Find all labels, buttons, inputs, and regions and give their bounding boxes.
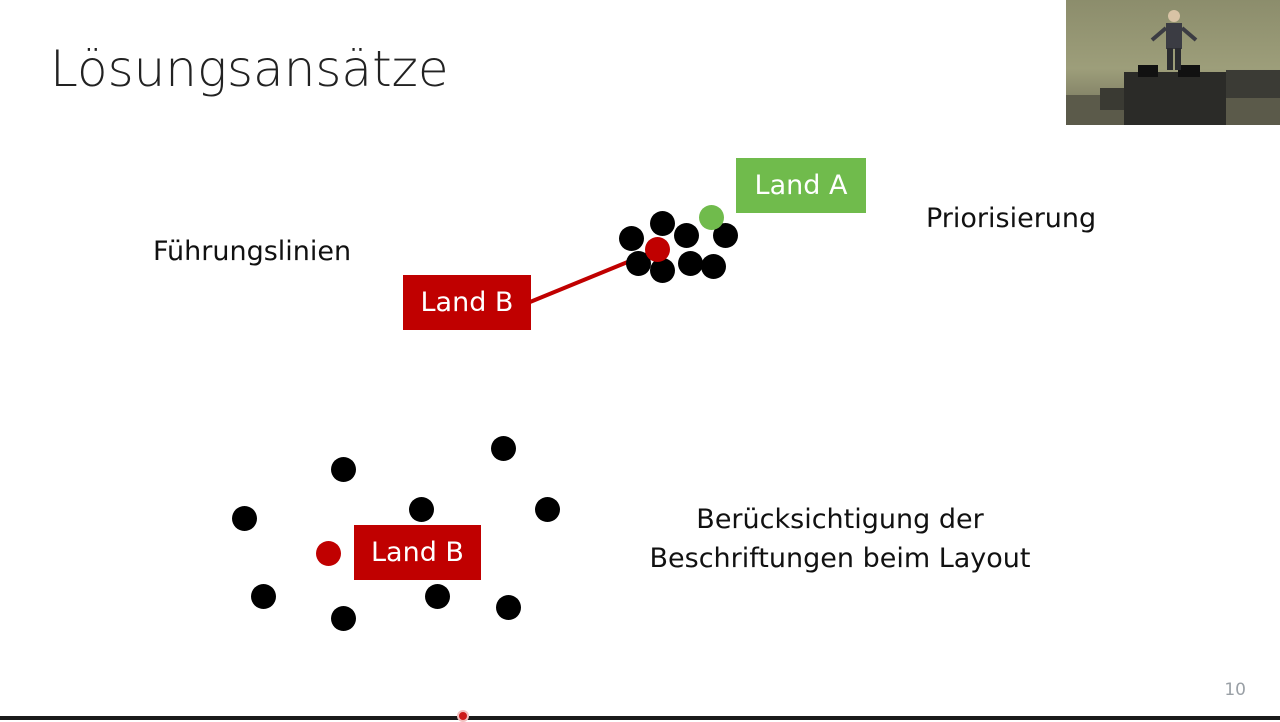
page-number: 10 — [1224, 680, 1246, 700]
layout-dot-land-b — [316, 541, 341, 566]
speaker-video — [1066, 0, 1280, 125]
cluster-dot-land-b — [645, 237, 670, 262]
cluster-dot-land-a — [699, 205, 724, 230]
layout-dot — [409, 497, 434, 522]
cluster-dot — [678, 251, 703, 276]
layout-dot — [331, 606, 356, 631]
label-land-b-leader: Land B — [403, 275, 531, 330]
caption-layout: Berücksichtigung der Beschriftungen beim… — [640, 500, 1040, 578]
video-progress-bar[interactable] — [0, 716, 1280, 720]
label-land-b-layout: Land B — [354, 525, 481, 580]
caption-leader-lines: Führungslinien — [153, 236, 352, 267]
cluster-dot — [701, 254, 726, 279]
layout-dot — [535, 497, 560, 522]
slide-title: Lösungsansätze — [50, 40, 449, 98]
cluster-dot — [650, 211, 675, 236]
video-scrubber-handle[interactable] — [457, 710, 469, 722]
layout-dot — [491, 436, 516, 461]
caption-layout-line2: Beschriftungen beim Layout — [649, 543, 1031, 574]
caption-priority: Priorisierung — [926, 203, 1097, 234]
layout-dot — [331, 457, 356, 482]
layout-dot — [232, 506, 257, 531]
caption-layout-line1: Berücksichtigung der — [696, 504, 984, 535]
layout-dot — [425, 584, 450, 609]
cluster-dot — [674, 223, 699, 248]
cluster-dot — [650, 258, 675, 283]
layout-dot — [496, 595, 521, 620]
label-land-a: Land A — [736, 158, 866, 213]
speaker-figure — [1066, 10, 1280, 125]
layout-dot — [251, 584, 276, 609]
cluster-dot — [619, 226, 644, 251]
